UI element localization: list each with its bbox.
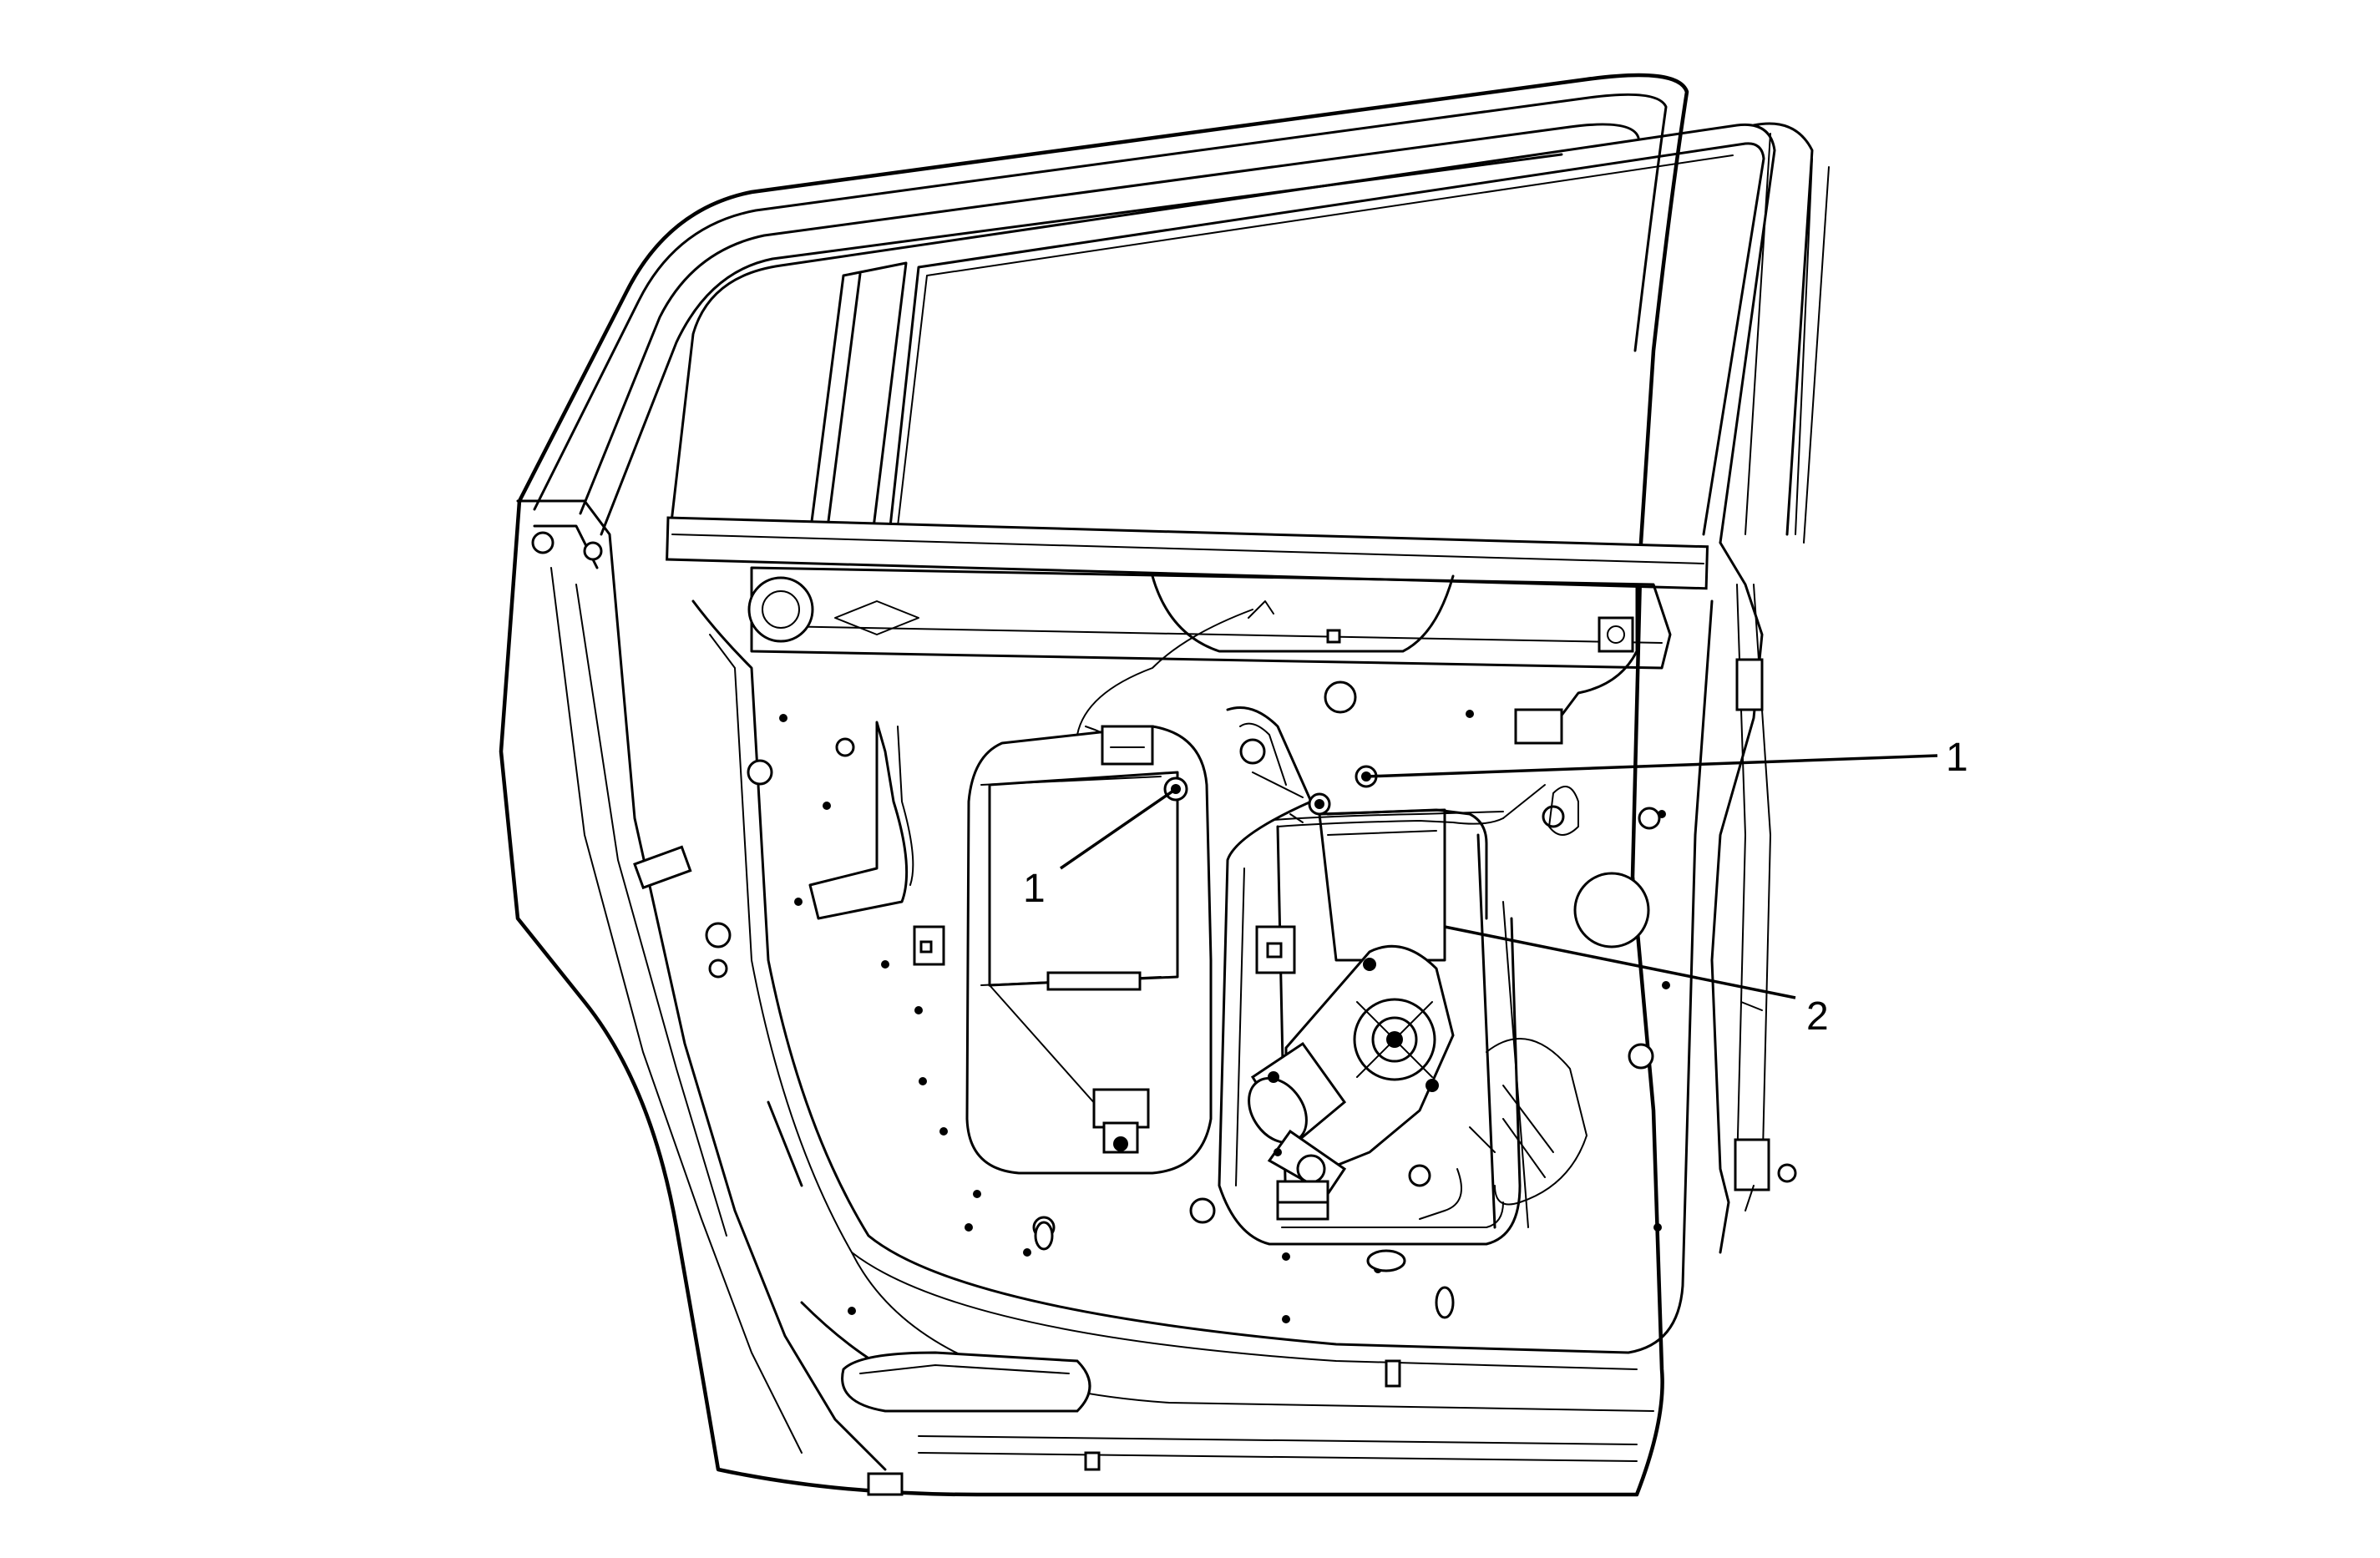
window-opening <box>666 122 1830 590</box>
leader-line-1-left <box>1060 787 1177 870</box>
window-regulator-motor <box>1248 944 1455 1221</box>
callout-1-right: 1 <box>1946 736 1968 780</box>
water-deflector <box>1318 808 1529 1229</box>
panel-holes <box>747 680 1670 1323</box>
upper-belt-area <box>747 566 1672 745</box>
hinge-pillar <box>500 499 887 1471</box>
wire-harness <box>1076 600 1565 828</box>
leader-lines <box>1060 754 1938 999</box>
door-outer-frame <box>499 73 1689 1497</box>
rear-latch-edge <box>1710 541 1797 1254</box>
inner-panel <box>691 599 1714 1496</box>
right-inner-panel <box>1419 786 1650 1220</box>
leader-line-2 <box>1444 925 1796 999</box>
callout-2: 2 <box>1806 994 1829 1039</box>
lower-front-panel <box>808 721 1296 1154</box>
callout-1-left: 1 <box>1023 867 1046 911</box>
leader-line-1-right <box>1365 754 1938 778</box>
